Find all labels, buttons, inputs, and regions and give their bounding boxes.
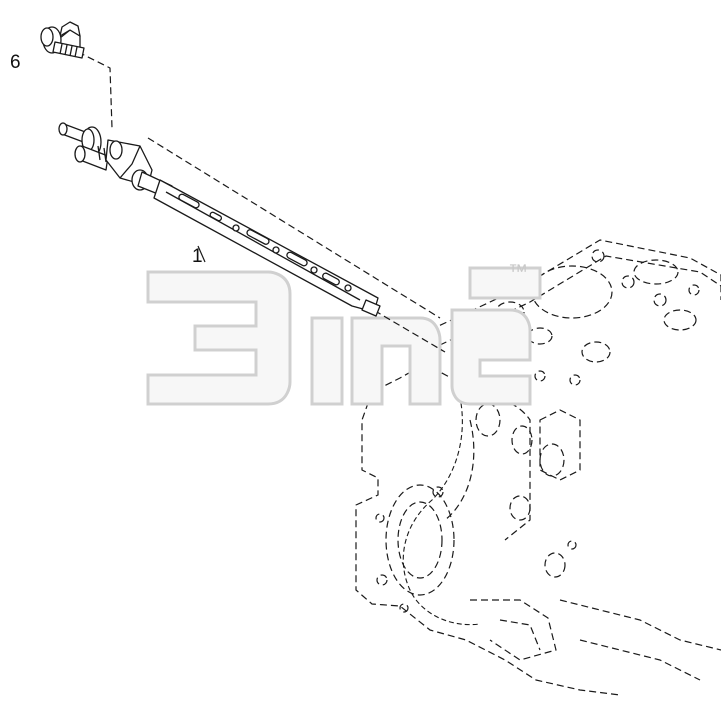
dipstick-assembly-part-1 <box>58 122 381 317</box>
watermark: ™ <box>146 261 542 406</box>
engine-block-outline <box>355 239 721 696</box>
watermark-trademark: ™ <box>508 261 528 283</box>
flange-bolt-part-6 <box>40 21 85 59</box>
leader-lines <box>77 51 446 353</box>
callout-6: 6 <box>10 52 21 73</box>
callout-1-leader <box>197 245 206 263</box>
callout-1: 1 <box>192 246 203 267</box>
